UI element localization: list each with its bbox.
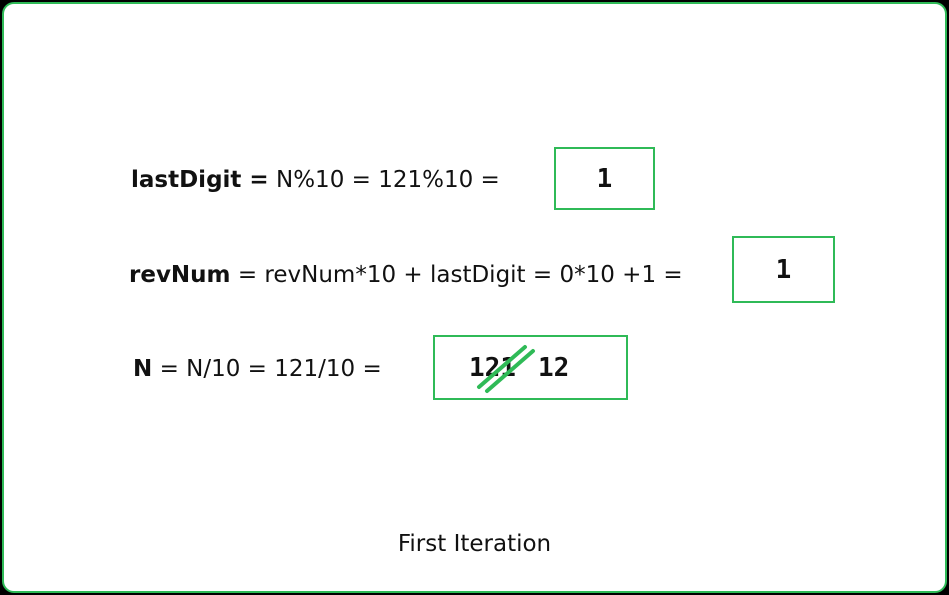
n-expression: = N/10 = 121/10 = — [159, 356, 382, 382]
last-digit-expression: N%10 = 121%10 = — [276, 167, 500, 193]
n-old-value-struck: 121 — [469, 344, 535, 393]
n-result-box: 121 12 — [433, 335, 628, 400]
n-new-value: 12 — [537, 352, 570, 383]
last-digit-label: lastDigit = — [131, 167, 269, 193]
rev-num-result-box: 1 — [732, 236, 835, 303]
rev-num-expression: = revNum*10 + lastDigit = 0*10 +1 = — [237, 262, 683, 288]
rev-num-label: revNum — [129, 262, 231, 288]
diagram-caption: First Iteration — [397, 531, 552, 557]
rev-num-result: 1 — [775, 254, 792, 285]
row-n: N = N/10 = 121/10 = — [133, 354, 382, 384]
last-digit-result-box: 1 — [554, 147, 655, 210]
n-old-value: 121 — [469, 352, 516, 383]
n-label: N — [133, 356, 153, 382]
row-rev-num: revNum = revNum*10 + lastDigit = 0*10 +1… — [129, 260, 683, 290]
row-last-digit: lastDigit = N%10 = 121%10 = — [131, 165, 500, 195]
strikethrough-mark — [477, 344, 535, 393]
last-digit-result: 1 — [596, 163, 613, 194]
